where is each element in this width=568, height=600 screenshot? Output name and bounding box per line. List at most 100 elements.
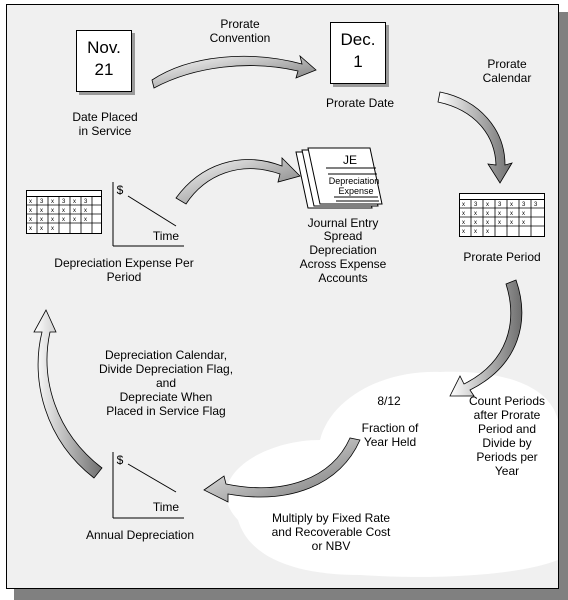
svg-text:3: 3 — [84, 199, 88, 205]
date-placed-caption-1: Date Placed — [72, 110, 138, 124]
expense-chart-line — [127, 195, 177, 227]
svg-text:x: x — [73, 199, 76, 205]
svg-text:x: x — [522, 211, 525, 217]
arrow-count-periods — [449, 279, 523, 397]
date-card-month: Dec. — [340, 30, 376, 49]
svg-text:3: 3 — [474, 202, 478, 208]
svg-text:x: x — [73, 208, 76, 214]
count-periods-2: after Prorate — [473, 408, 541, 422]
multiply-label-3: or NBV — [311, 539, 351, 553]
count-periods-3: Period and — [477, 422, 537, 436]
journal-doc-front — [307, 147, 383, 205]
expense-chart-y-label: $ — [116, 183, 124, 197]
svg-text:x: x — [462, 229, 465, 235]
prorate-calendar-label-2: Calendar — [482, 71, 532, 85]
count-periods-1: Count Periods — [468, 394, 546, 408]
svg-text:3: 3 — [498, 202, 502, 208]
date-card-nov-21: Nov. 21 — [76, 30, 132, 92]
svg-text:x: x — [486, 211, 489, 217]
date-card-day: 1 — [353, 52, 363, 71]
date-card-dec-1: Dec. 1 — [330, 22, 386, 84]
svg-text:x: x — [486, 202, 489, 208]
svg-text:x: x — [40, 226, 43, 232]
spread-label-1: Spread — [323, 229, 363, 243]
count-periods-5: Periods per — [476, 450, 538, 464]
svg-text:x: x — [62, 208, 65, 214]
annual-chart-y-label: $ — [116, 453, 124, 467]
cloud-shape — [226, 371, 558, 577]
svg-text:x: x — [62, 217, 65, 223]
journal-doc-line-1: Depreciation — [328, 176, 380, 186]
prorate-date-caption: Prorate Date — [325, 96, 395, 110]
fraction-caption-1: Fraction of — [361, 421, 419, 435]
journal-doc-title: JE — [342, 153, 357, 167]
expense-per-period-caption-1: Depreciation Expense Per — [54, 256, 194, 270]
journal-entry-caption: Journal Entry — [307, 216, 379, 230]
svg-text:x: x — [29, 208, 32, 214]
svg-text:x: x — [474, 220, 477, 226]
svg-text:x: x — [51, 226, 54, 232]
svg-text:3: 3 — [522, 202, 526, 208]
svg-text:x: x — [510, 202, 513, 208]
svg-text:3: 3 — [40, 199, 44, 205]
date-placed-caption-2: in Service — [78, 124, 132, 138]
svg-text:x: x — [474, 211, 477, 217]
expense-per-period-caption-2: Period — [106, 270, 142, 284]
spread-label-3: Across Expense — [299, 257, 387, 271]
arrow-prorate-convention — [151, 54, 317, 89]
prorate-period-caption: Prorate Period — [463, 250, 541, 264]
svg-text:x: x — [486, 220, 489, 226]
arrow-multiply — [203, 437, 361, 503]
annual-chart — [112, 452, 184, 519]
count-periods-4: Divide by — [482, 436, 532, 450]
annual-chart-x-label: Time — [152, 500, 180, 514]
svg-text:x: x — [462, 220, 465, 226]
multiply-label-2: and Recoverable Cost — [271, 525, 391, 539]
arrow-to-journal — [175, 157, 301, 205]
svg-text:x: x — [522, 220, 525, 226]
svg-text:x: x — [84, 208, 87, 214]
prorate-convention-label-2: Convention — [209, 31, 271, 45]
date-card-month: Nov. — [87, 38, 121, 57]
svg-text:x: x — [486, 229, 489, 235]
svg-text:x: x — [510, 211, 513, 217]
svg-text:x: x — [40, 208, 43, 214]
expense-chart-x-label: Time — [152, 229, 180, 243]
journal-doc-line-2: Expense — [338, 186, 374, 196]
svg-text:x: x — [474, 229, 477, 235]
flags-note-1: Depreciation Calendar, — [104, 348, 228, 362]
count-periods-6: Year — [494, 464, 520, 478]
arrow-depreciation-calendar — [33, 309, 103, 479]
svg-text:x: x — [462, 211, 465, 217]
annual-depreciation-caption: Annual Depreciation — [85, 528, 195, 542]
spread-label-4: Accounts — [318, 271, 368, 285]
date-card-day: 21 — [94, 60, 114, 79]
flags-note-2: Divide Depreciation Flag, — [98, 362, 234, 376]
svg-text:3: 3 — [62, 199, 66, 205]
svg-text:x: x — [73, 217, 76, 223]
fraction-caption-2: Year Held — [363, 435, 417, 449]
multiply-label-1: Multiply by Fixed Rate — [271, 511, 391, 525]
svg-text:x: x — [29, 217, 32, 223]
prorate-calendar-label-1: Prorate — [487, 57, 527, 71]
svg-text:x: x — [40, 217, 43, 223]
fraction-value: 8/12 — [377, 394, 401, 408]
prorate-convention-label-1: Prorate — [220, 17, 260, 31]
svg-text:x: x — [29, 226, 32, 232]
expense-chart — [112, 182, 184, 247]
svg-text:x: x — [51, 208, 54, 214]
svg-text:3: 3 — [534, 202, 538, 208]
svg-text:x: x — [462, 202, 465, 208]
flags-note-4: Depreciate When — [119, 390, 213, 404]
svg-text:x: x — [51, 199, 54, 205]
svg-text:x: x — [51, 217, 54, 223]
svg-text:x: x — [510, 220, 513, 226]
flags-note-3: and — [155, 376, 177, 390]
flags-note-5: Placed in Service Flag — [106, 404, 226, 418]
arrow-prorate-calendar — [437, 91, 513, 184]
